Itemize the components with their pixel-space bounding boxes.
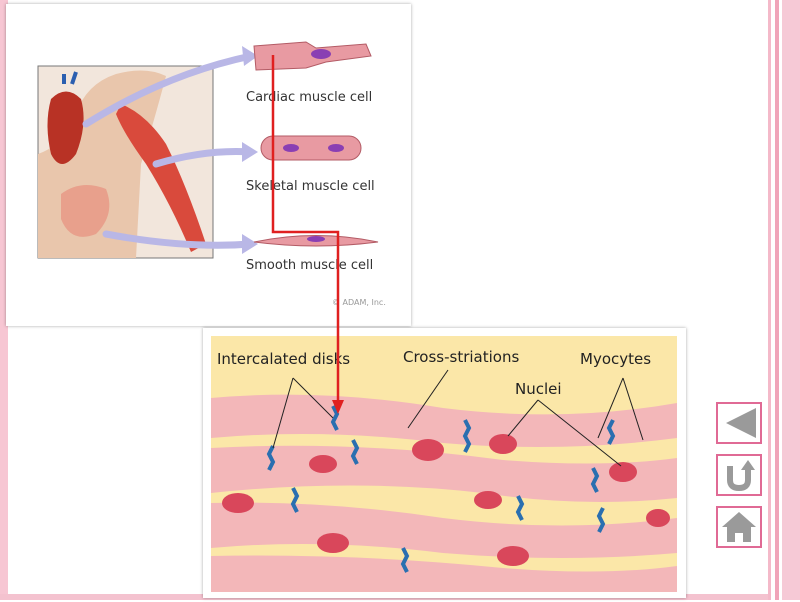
right-decor-stripes [768, 0, 800, 600]
back-button[interactable] [716, 402, 762, 444]
label-nuclei: Nuclei [515, 380, 562, 398]
home-button[interactable] [716, 506, 762, 548]
cardiac-tissue-figure: Intercalated disks Cross-striations Myoc… [203, 328, 686, 598]
triangle-left-icon [726, 408, 756, 438]
muscle-types-figure: Cardiac muscle cell Skeletal muscle cell… [6, 4, 411, 326]
cardiac-label: Cardiac muscle cell [246, 90, 373, 105]
label-cross-striations: Cross-striations [403, 348, 520, 366]
smooth-label: Smooth muscle cell [246, 258, 374, 273]
credit-text: © ADAM, Inc. [332, 298, 386, 307]
label-myocytes: Myocytes [580, 350, 652, 368]
left-border [0, 0, 8, 600]
return-button[interactable] [716, 454, 762, 496]
muscle-types-illustration [37, 41, 379, 259]
cardiac-tissue-illustration [211, 336, 677, 592]
label-intercalated-disks: Intercalated disks [217, 350, 351, 368]
u-turn-icon [727, 460, 755, 492]
home-icon [722, 512, 756, 542]
skeletal-label: Skeletal muscle cell [246, 179, 375, 194]
